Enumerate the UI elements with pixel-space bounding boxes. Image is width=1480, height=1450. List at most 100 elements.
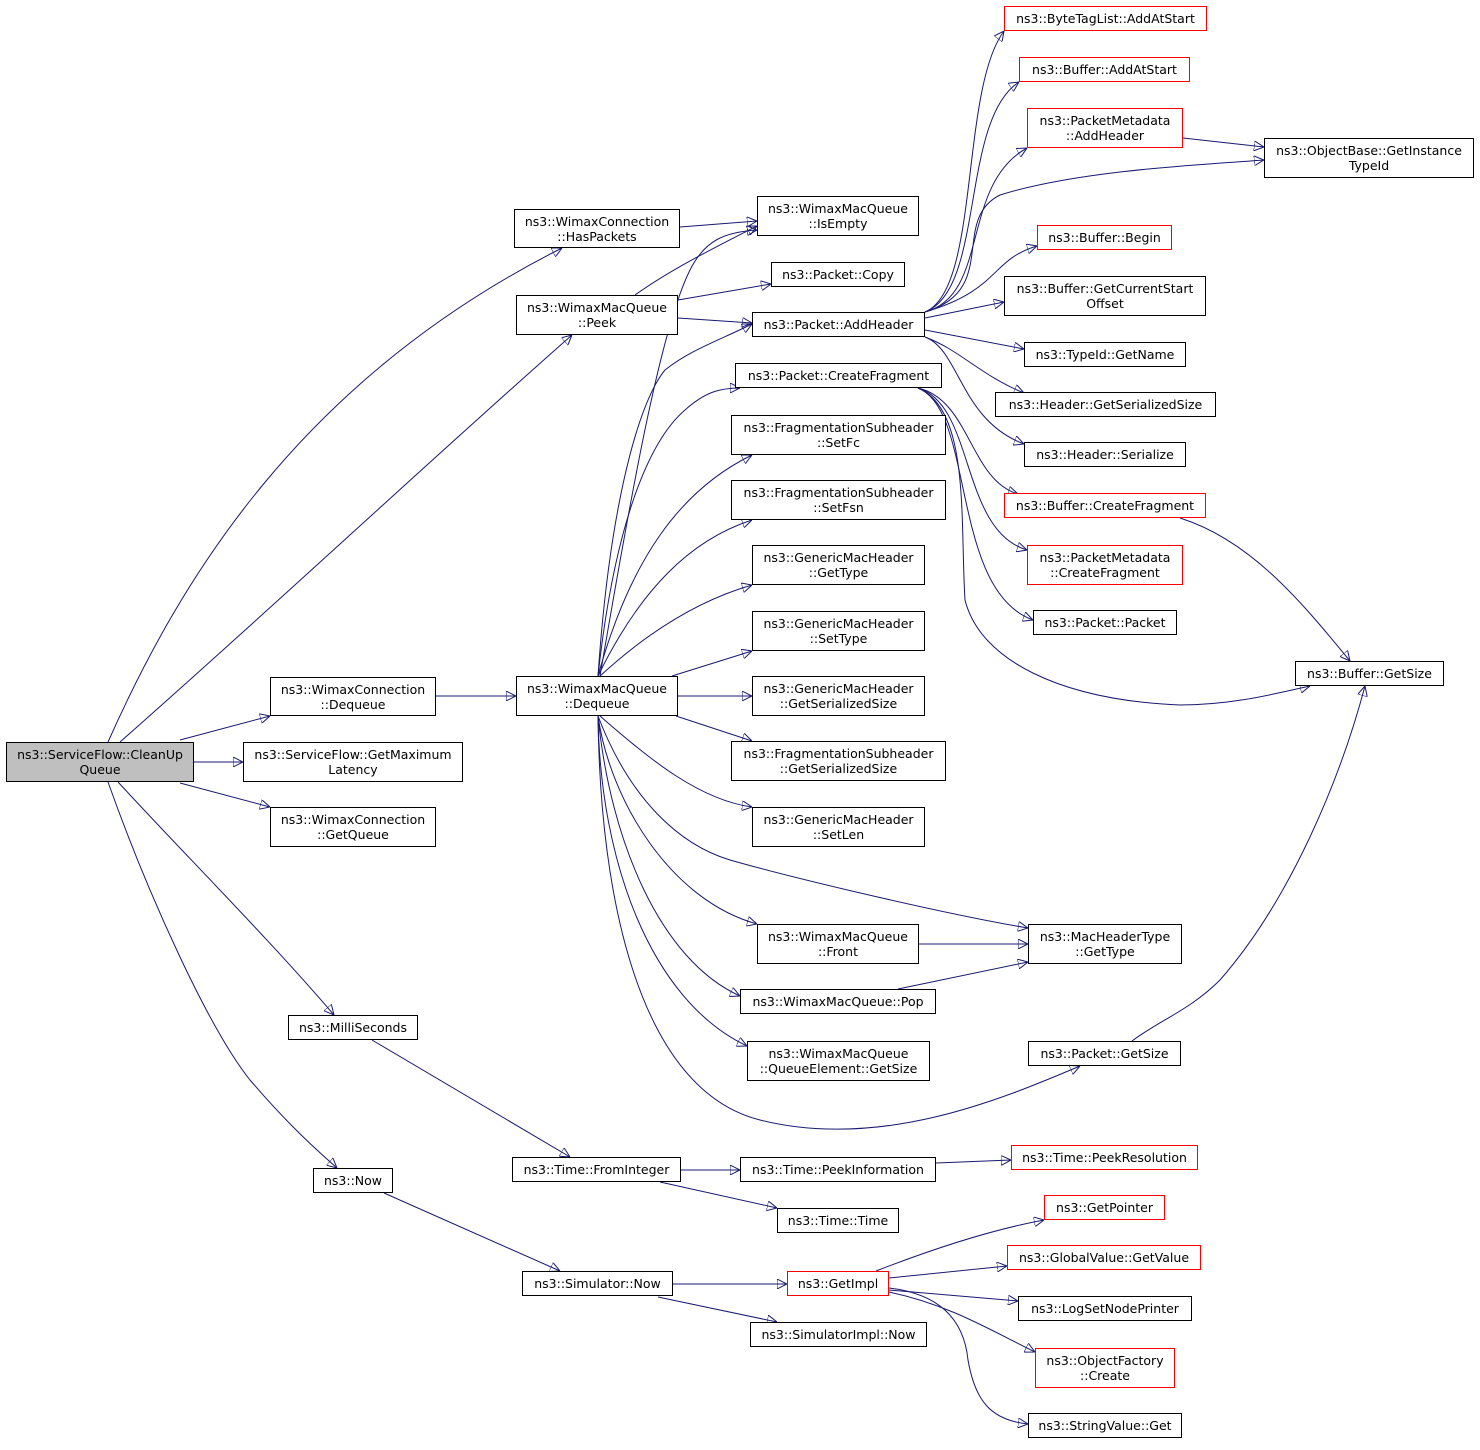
- node-wimaxmacqueue-dequeue[interactable]: ns3::WimaxMacQueue ::Dequeue: [516, 676, 678, 716]
- node-wimaxmacqueue-peek[interactable]: ns3::WimaxMacQueue ::Peek: [516, 295, 678, 335]
- edge-createfragment-to-buffer-getsize: [917, 387, 1310, 706]
- node-time-time[interactable]: ns3::Time::Time: [777, 1208, 899, 1233]
- node-bytetaglist-addatstart[interactable]: ns3::ByteTagList::AddAtStart: [1004, 6, 1207, 31]
- node-label-line: ::GetType: [1075, 944, 1135, 959]
- node-logsetnodeprinter[interactable]: ns3::LogSetNodePrinter: [1018, 1296, 1192, 1321]
- node-objectbase-getinstancetypeid[interactable]: ns3::ObjectBase::GetInstance TypeId: [1264, 138, 1474, 178]
- node-label-line: ns3::ObjectBase::GetInstance: [1276, 143, 1462, 158]
- node-genericmacheader-setlen[interactable]: ns3::GenericMacHeader ::SetLen: [752, 807, 925, 847]
- node-objectfactory-create[interactable]: ns3::ObjectFactory ::Create: [1035, 1348, 1175, 1388]
- node-label-line: ns3::Time::PeekResolution: [1022, 1150, 1187, 1165]
- node-label-line: ns3::TypeId::GetName: [1035, 347, 1175, 362]
- node-wimaxmacqueue-pop[interactable]: ns3::WimaxMacQueue::Pop: [740, 989, 936, 1014]
- edge-addheader-to-currentstartoffset: [924, 302, 1004, 319]
- edge-getimpl-to-stringvalue-get: [888, 1287, 1028, 1424]
- edge-getimpl-to-objectfactory: [888, 1291, 1035, 1352]
- node-label-line: ns3::Buffer::GetCurrentStart: [1016, 281, 1194, 296]
- node-packetmetadata-createfragment[interactable]: ns3::PacketMetadata ::CreateFragment: [1027, 545, 1183, 585]
- node-wimaxmacqueue-isempty[interactable]: ns3::WimaxMacQueue ::IsEmpty: [757, 196, 919, 236]
- node-label-line: ::Peek: [577, 315, 617, 330]
- node-label-line: ns3::WimaxMacQueue::Pop: [752, 994, 924, 1009]
- node-buffer-createfragment[interactable]: ns3::Buffer::CreateFragment: [1004, 493, 1206, 518]
- node-milliseconds[interactable]: ns3::MilliSeconds: [288, 1015, 418, 1040]
- node-packetmetadata-addheader[interactable]: ns3::PacketMetadata ::AddHeader: [1027, 108, 1183, 148]
- node-label-line: ::CreateFragment: [1050, 565, 1160, 580]
- node-label-line: ns3::Header::GetSerializedSize: [1008, 397, 1203, 412]
- node-queueelement-getsize[interactable]: ns3::WimaxMacQueue ::QueueElement::GetSi…: [747, 1041, 930, 1081]
- node-label-line: ::SetType: [809, 631, 868, 646]
- node-packet-createfragment[interactable]: ns3::Packet::CreateFragment: [735, 363, 942, 388]
- node-label-line: ns3::GenericMacHeader: [763, 550, 914, 565]
- node-label-line: ns3::FragmentationSubheader: [743, 420, 934, 435]
- node-label-line: ::SetFsn: [813, 500, 864, 515]
- node-wimaxconnection-haspackets[interactable]: ns3::WimaxConnection ::HasPackets: [514, 209, 680, 248]
- node-packet-addheader[interactable]: ns3::Packet::AddHeader: [752, 312, 925, 337]
- node-packet-packet[interactable]: ns3::Packet::Packet: [1033, 610, 1177, 635]
- node-macheadertype-gettype[interactable]: ns3::MacHeaderType ::GetType: [1028, 924, 1182, 964]
- edge-addheader-to-header-serialize: [924, 336, 1024, 444]
- edge-peekinformation-to-peekresolution: [935, 1160, 1011, 1163]
- node-label-line: ns3::WimaxMacQueue: [527, 681, 667, 696]
- node-wimaxconnection-dequeue[interactable]: ns3::WimaxConnection ::Dequeue: [270, 677, 436, 716]
- node-wimaxmacqueue-front[interactable]: ns3::WimaxMacQueue ::Front: [757, 924, 919, 964]
- node-label-line: ns3::Header::Serialize: [1036, 447, 1174, 462]
- node-label-line: ns3::Time::Time: [787, 1213, 889, 1228]
- node-genericmacheader-settype[interactable]: ns3::GenericMacHeader ::SetType: [752, 611, 925, 651]
- node-now[interactable]: ns3::Now: [313, 1168, 393, 1193]
- edge-peek-to-copy: [677, 284, 771, 301]
- node-fragmentationsubheader-setfc[interactable]: ns3::FragmentationSubheader ::SetFc: [731, 415, 946, 455]
- node-simulatorimpl-now[interactable]: ns3::SimulatorImpl::Now: [750, 1322, 927, 1347]
- node-label-line: ns3::WimaxConnection: [280, 681, 426, 697]
- node-label-line: ns3::SimulatorImpl::Now: [761, 1327, 916, 1342]
- node-fragmentationsubheader-getserializedsize[interactable]: ns3::FragmentationSubheader ::GetSeriali…: [731, 741, 946, 781]
- edge-dequeue-to-front: [597, 715, 757, 924]
- node-header-serialize[interactable]: ns3::Header::Serialize: [1024, 442, 1186, 467]
- edge-dequeue-to-createfragment: [597, 388, 740, 677]
- node-time-peekinformation[interactable]: ns3::Time::PeekInformation: [740, 1157, 936, 1182]
- node-header-getserializedsize[interactable]: ns3::Header::GetSerializedSize: [995, 392, 1216, 417]
- node-wimaxconnection-getqueue[interactable]: ns3::WimaxConnection ::GetQueue: [270, 807, 436, 847]
- node-label-line: ns3::Buffer::AddAtStart: [1032, 62, 1177, 77]
- node-buffer-begin[interactable]: ns3::Buffer::Begin: [1037, 225, 1172, 250]
- node-simulator-now[interactable]: ns3::Simulator::Now: [522, 1271, 673, 1296]
- edge-dequeue-to-pop: [597, 715, 740, 996]
- node-label-line: ns3::PacketMetadata: [1039, 113, 1171, 128]
- edge-createfragment-to-pm-cf: [917, 387, 1027, 550]
- edge-dequeue-to-macheadertype: [597, 715, 1028, 928]
- edge-haspackets-to-isempty: [679, 221, 757, 228]
- node-serviceflow-getmaximumlatency[interactable]: ns3::ServiceFlow::GetMaximum Latency: [243, 742, 463, 782]
- node-packet-copy[interactable]: ns3::Packet::Copy: [771, 262, 905, 287]
- node-label-line: ns3::Simulator::Now: [534, 1276, 661, 1291]
- node-genericmacheader-getserializedsize[interactable]: ns3::GenericMacHeader ::GetSerializedSiz…: [752, 676, 925, 716]
- node-buffer-getcurrentstartoffset[interactable]: ns3::Buffer::GetCurrentStart Offset: [1004, 276, 1206, 316]
- node-fragmentationsubheader-setfsn[interactable]: ns3::FragmentationSubheader ::SetFsn: [731, 480, 946, 520]
- node-typeid-getname[interactable]: ns3::TypeId::GetName: [1024, 342, 1186, 367]
- node-label-line: ::IsEmpty: [808, 216, 868, 231]
- node-label-line: ns3::Packet::CreateFragment: [747, 368, 930, 383]
- edge-addheader-to-buffer-begin: [924, 246, 1037, 313]
- node-buffer-getsize[interactable]: ns3::Buffer::GetSize: [1295, 661, 1444, 686]
- node-globalvalue-getvalue[interactable]: ns3::GlobalValue::GetValue: [1007, 1245, 1201, 1270]
- node-buffer-addatstart[interactable]: ns3::Buffer::AddAtStart: [1019, 57, 1190, 82]
- node-label-line: ::SetLen: [812, 827, 865, 842]
- node-time-peekresolution[interactable]: ns3::Time::PeekResolution: [1011, 1145, 1198, 1170]
- node-label-line: ns3::MilliSeconds: [298, 1020, 407, 1035]
- node-stringvalue-get[interactable]: ns3::StringValue::Get: [1028, 1413, 1182, 1438]
- node-getpointer[interactable]: ns3::GetPointer: [1044, 1195, 1165, 1220]
- node-packet-getsize[interactable]: ns3::Packet::GetSize: [1028, 1041, 1181, 1066]
- edge-packet-getsize-to-buffer-getsize: [1131, 686, 1365, 1042]
- node-label-line: ns3::GenericMacHeader: [763, 616, 914, 631]
- edge-createfragment-to-packet: [917, 387, 1033, 620]
- node-getimpl[interactable]: ns3::GetImpl: [787, 1271, 889, 1296]
- edge-simulator-now-to-simulatorimpl: [657, 1296, 777, 1322]
- node-label-line: ::Dequeue: [320, 696, 386, 712]
- node-time-frominteger[interactable]: ns3::Time::FromInteger: [512, 1157, 681, 1182]
- edge-addheader-to-pm-addheader: [924, 148, 1027, 313]
- node-label-line: ::AddHeader: [1065, 128, 1145, 143]
- node-label-line: ns3::Packet::AddHeader: [763, 317, 914, 332]
- edge-dequeue-to-setlen: [599, 715, 752, 807]
- node-label-line: ns3::ObjectFactory: [1046, 1353, 1164, 1368]
- node-genericmacheader-gettype[interactable]: ns3::GenericMacHeader ::GetType: [752, 545, 925, 585]
- node-label-line: ns3::Packet::Copy: [782, 267, 894, 282]
